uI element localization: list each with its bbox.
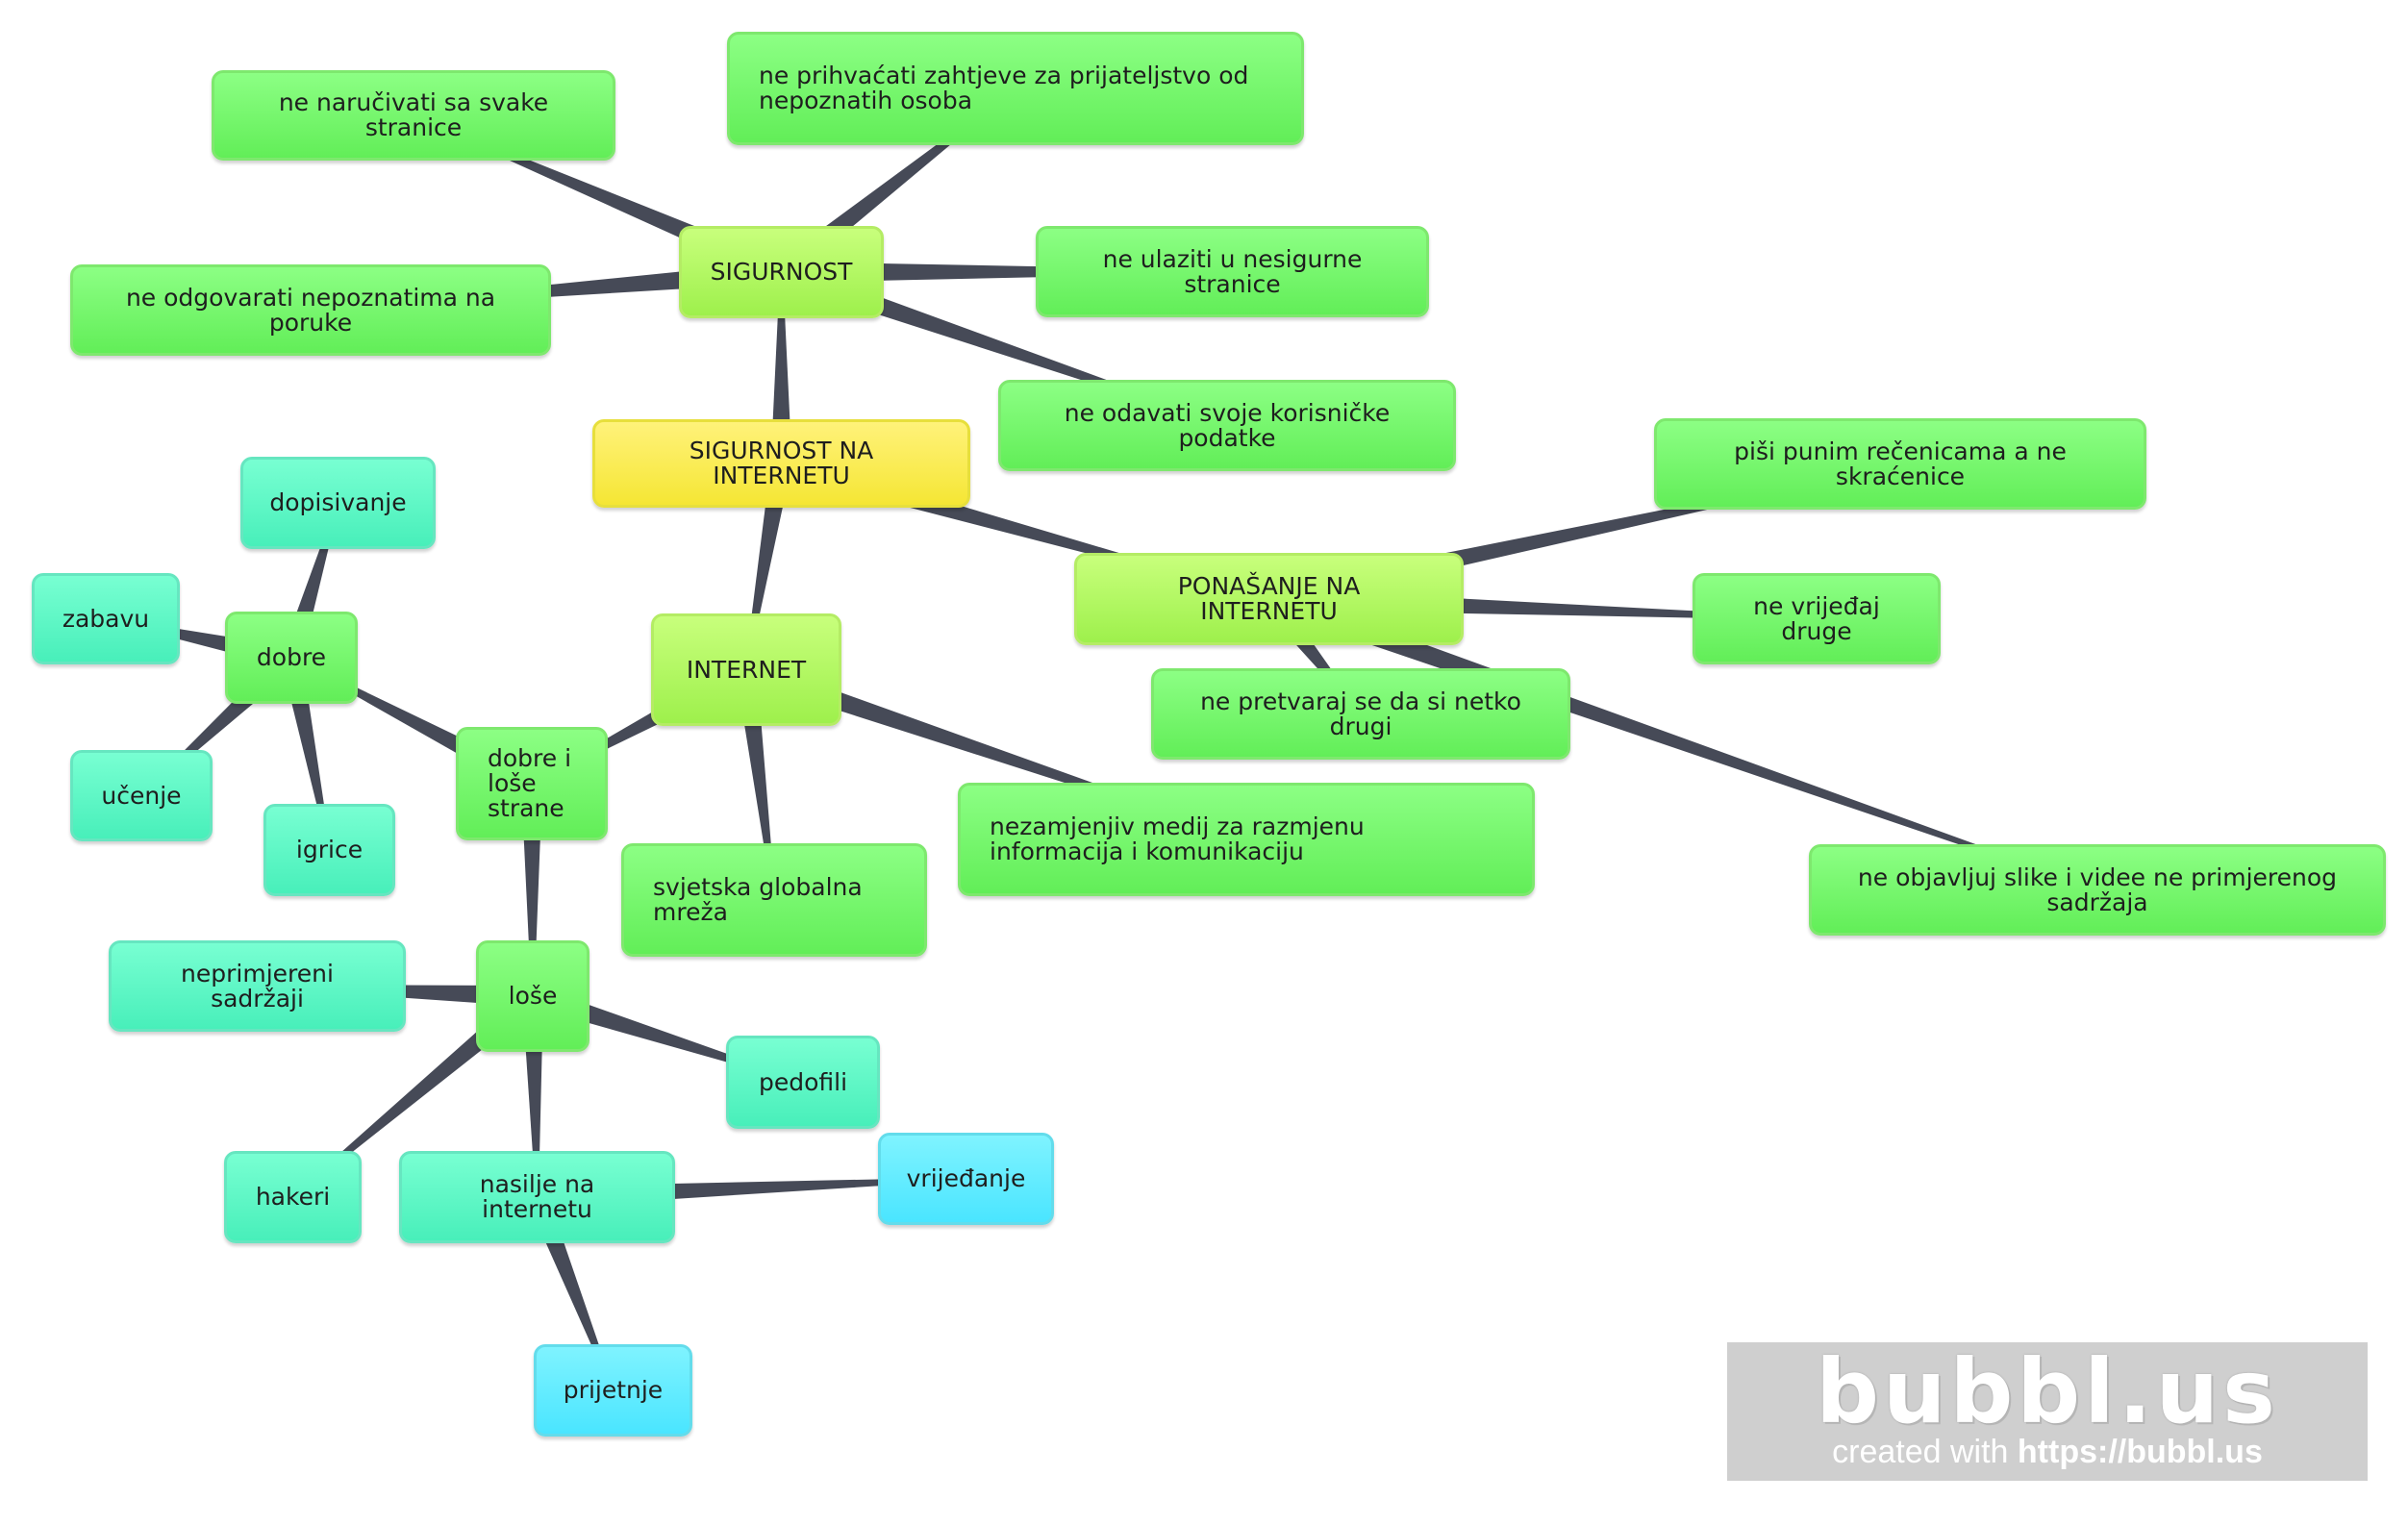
node-label: piši punim rečenicama a ne skraćenice (1734, 437, 2067, 490)
node-sigurnost-1[interactable]: ne naručivati sa svake stranice (212, 70, 615, 161)
watermark-tagline: created with https://bubbl.us (1727, 1433, 2368, 1471)
node-label: hakeri (255, 1183, 331, 1211)
node-label: nasilje na internetu (479, 1170, 595, 1223)
node-ponasanje-2[interactable]: ne vrijeđaj druge (1693, 573, 1941, 664)
connector-pon-p4 (1265, 588, 2098, 891)
node-ponasanje-4[interactable]: ne objavljuj slike i videe ne primjereno… (1809, 844, 2386, 936)
node-label: učenje (101, 781, 182, 810)
node-hakeri[interactable]: hakeri (224, 1151, 362, 1243)
node-igrice[interactable]: igrice (263, 804, 395, 896)
node-ponasanje-3[interactable]: ne pretvaraj se da si netko drugi (1151, 668, 1570, 760)
bubblus-watermark: bubbl.us created with https://bubbl.us (1727, 1342, 2368, 1481)
node-dobre-i-lose[interactable]: dobre i loše strane (456, 727, 608, 840)
node-internet[interactable]: INTERNET (651, 613, 841, 726)
node-label: ne pretvaraj se da si netko drugi (1200, 687, 1521, 740)
node-label: nezamjenjiv medij za razmjenu informacij… (990, 812, 1365, 865)
node-label: ne prihvaćati zahtjeve za prijateljstvo … (759, 62, 1249, 114)
node-dopisivanje[interactable]: dopisivanje (240, 457, 436, 549)
node-prijetnje[interactable]: prijetnje (534, 1344, 692, 1437)
node-label: dobre (256, 643, 327, 671)
connector-sig-s4 (781, 262, 1233, 283)
node-label: loše (508, 982, 558, 1010)
node-sigurnost-4[interactable]: ne ulaziti u nesigurne stranice (1036, 226, 1429, 317)
node-label: INTERNET (686, 655, 807, 684)
node-dobre[interactable]: dobre (225, 612, 358, 704)
node-label: ne ulaziti u nesigurne stranice (1102, 244, 1363, 298)
node-label: neprimjereni sadržaji (181, 959, 334, 1012)
tagline-prefix: created with (1832, 1434, 2018, 1470)
node-label: pedofili (758, 1067, 848, 1096)
node-label: ne vrijeđaj druge (1753, 591, 1880, 645)
node-neprimjereni-sadrzaji[interactable]: neprimjereni sadržaji (109, 940, 406, 1032)
node-root[interactable]: SIGURNOST NA INTERNETU (592, 419, 970, 508)
node-vrijedanje[interactable]: vrijeđanje (878, 1133, 1054, 1225)
node-label: SIGURNOST (710, 258, 853, 286)
node-pedofili[interactable]: pedofili (726, 1036, 880, 1129)
node-label: PONAŠANJE NA INTERNETU (1177, 572, 1361, 625)
node-label: zabavu (62, 604, 150, 633)
node-label: vrijeđanje (906, 1164, 1026, 1192)
connector-d-d4 (281, 655, 331, 851)
node-ponasanje[interactable]: PONAŠANJE NA INTERNETU (1074, 553, 1464, 645)
node-nasilje[interactable]: nasilje na internetu (399, 1151, 675, 1243)
node-label: dobre i loše strane (488, 744, 572, 822)
node-sigurnost[interactable]: SIGURNOST (679, 226, 884, 318)
tagline-link[interactable]: https://bubbl.us (2017, 1434, 2263, 1470)
node-ponasanje-1[interactable]: piši punim rečenicama a ne skraćenice (1654, 418, 2146, 510)
node-label: ne odavati svoje korisničke podatke (1064, 398, 1391, 452)
node-sigurnost-2[interactable]: ne prihvaćati zahtjeve za prijateljstvo … (727, 32, 1304, 145)
node-label: svjetska globalna mreža (653, 873, 863, 926)
node-label: igrice (295, 836, 364, 863)
connector-root-sig (770, 272, 792, 463)
node-label: ne odgovarati nepoznatima na poruke (125, 283, 496, 337)
bubblus-logo: bubbl.us (1816, 1340, 2279, 1443)
node-ucenje[interactable]: učenje (70, 750, 213, 841)
node-zabavu[interactable]: zabavu (32, 573, 180, 664)
node-internet-1[interactable]: nezamjenjiv medij za razmjenu informacij… (958, 783, 1535, 896)
connector-int-i2 (736, 668, 776, 901)
node-internet-2[interactable]: svjetska globalna mreža (621, 843, 927, 957)
node-label: prijetnje (563, 1376, 664, 1404)
node-label: SIGURNOST NA INTERNETU (689, 437, 874, 489)
node-sigurnost-5[interactable]: ne odavati svoje korisničke podatke (998, 380, 1456, 471)
node-sigurnost-3[interactable]: ne odgovarati nepoznatima na poruke (70, 264, 551, 356)
node-lose[interactable]: loše (476, 940, 589, 1052)
node-label: ne naručivati sa svake stranice (278, 88, 549, 141)
node-label: dopisivanje (269, 488, 407, 516)
node-label: ne objavljuj slike i videe ne primjereno… (1857, 862, 2338, 916)
